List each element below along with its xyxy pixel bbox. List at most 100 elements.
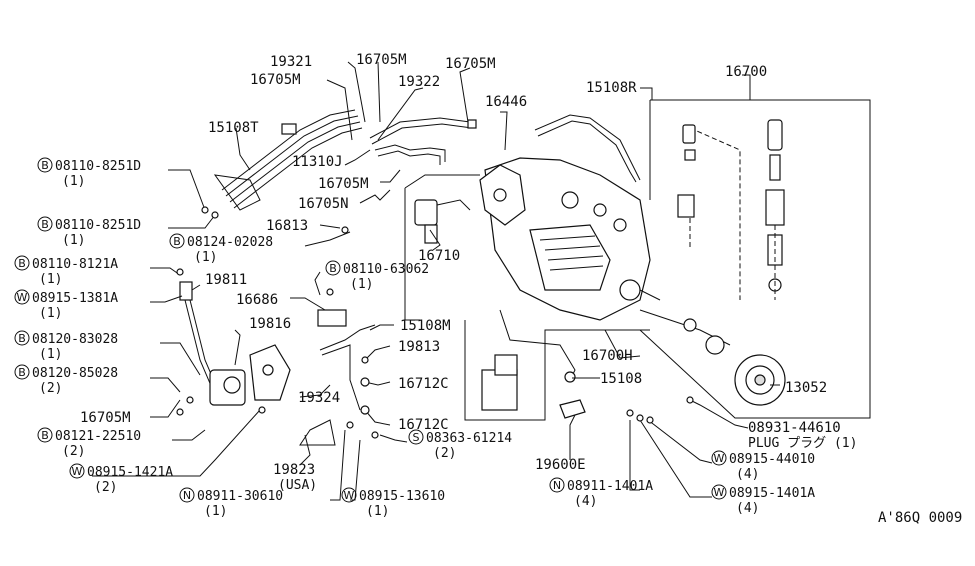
label-16705m-c: 16705M: [250, 72, 301, 88]
fastener-prefix: B: [173, 235, 181, 248]
label-19811: 19811: [205, 272, 247, 288]
fastener-prefix: W: [344, 489, 355, 502]
fastener-code: 08110-8251D: [55, 218, 141, 233]
label-16813: 16813: [266, 218, 308, 234]
fastener-prefix-circle: [14, 289, 30, 305]
fastener-prefix-circle: [169, 233, 185, 249]
fastener-prefix-circle: [711, 484, 727, 500]
fastener-qty: (1): [204, 504, 227, 519]
fastener-code: 08363-61214: [426, 431, 512, 446]
fuel-pipe-assembly-15108t: [213, 109, 363, 211]
label-15108m: 15108M: [400, 318, 451, 334]
fastener-prefix: B: [18, 257, 26, 270]
fastener-qty: (1): [39, 306, 62, 321]
label-plug-code: 08931-44610: [748, 420, 841, 436]
label-11310j: 11310J: [292, 154, 343, 170]
fastener-code: 08121-22510: [55, 429, 141, 444]
pipe-15108r: [534, 114, 641, 183]
fastener-prefix-circle: [325, 260, 341, 276]
fastener-qty: (2): [62, 444, 85, 459]
solenoid-16710: [414, 199, 471, 244]
label-16446: 16446: [485, 94, 527, 110]
return-pipe-19322: [369, 117, 477, 165]
fastener-prefix-circle: [341, 487, 357, 503]
fastener-prefix-circle: [69, 463, 85, 479]
fastener-prefix: B: [329, 262, 337, 275]
fastener-code: 08911-30610: [197, 489, 283, 504]
fastener-code: 08124-02028: [187, 235, 273, 250]
fastener-callout: S 08363-61214(2): [408, 429, 512, 461]
label-16705m-e: 16705M: [80, 410, 131, 426]
label-16705m-d: 16705M: [318, 176, 369, 192]
label-19823: 19823: [273, 462, 315, 478]
fastener-code: 08915-13610: [359, 489, 445, 504]
fastener-callout: B 08110-63062(1): [325, 260, 429, 292]
governor-assembly-16700h: [481, 309, 576, 411]
fastener-code: 08110-8121A: [32, 257, 118, 272]
label-16700h: 16700H: [582, 348, 633, 364]
fastener-prefix: N: [183, 489, 191, 502]
fastener-code: 08915-1381A: [32, 291, 118, 306]
fastener-prefix: W: [17, 291, 28, 304]
fastener-marks: [176, 206, 694, 439]
label-15108r: 15108R: [586, 80, 637, 96]
fastener-qty: (1): [39, 347, 62, 362]
fastener-qty: (1): [194, 250, 217, 265]
label-plug-text: PLUG プラグ (1): [748, 436, 857, 451]
fastener-prefix: B: [41, 159, 49, 172]
fastener-qty: (4): [736, 467, 759, 482]
fastener-prefix-circle: [37, 216, 53, 232]
fastener-prefix-circle: [179, 487, 195, 503]
fastener-qty: (4): [574, 494, 597, 509]
bracket-19600e: [559, 399, 586, 419]
fastener-callout: N 08911-1401A(4): [549, 477, 653, 509]
fastener-code: 08110-63062: [343, 262, 429, 277]
fastener-prefix: W: [72, 465, 83, 478]
fastener-prefix: B: [41, 218, 49, 231]
fastener-prefix: S: [413, 431, 420, 444]
label-19813: 19813: [398, 339, 440, 355]
label-16705n: 16705N: [298, 196, 349, 212]
label-19823-note: (USA): [278, 478, 317, 493]
fastener-code: 08915-1421A: [87, 465, 173, 480]
fastener-prefix: B: [18, 366, 26, 379]
label-15108: 15108: [600, 371, 642, 387]
label-19322: 19322: [398, 74, 440, 90]
fastener-prefix-circle: [37, 157, 53, 173]
fastener-code: 08915-44010: [729, 452, 815, 467]
fastener-code: 08915-1401A: [729, 486, 815, 501]
fastener-prefix-circle: [14, 255, 30, 271]
fastener-code: 08110-8251D: [55, 159, 141, 174]
fastener-code: 08120-83028: [32, 332, 118, 347]
fastener-qty: (1): [350, 277, 373, 292]
fastener-callout: B 08124-02028(1): [169, 233, 273, 265]
exploded-column-16700: [677, 119, 785, 300]
fastener-callout: W 08915-1381A(1): [14, 289, 118, 321]
label-13052: 13052: [785, 380, 827, 396]
label-16700: 16700: [725, 64, 767, 80]
fastener-qty: (2): [433, 446, 456, 461]
label-15108t: 15108T: [208, 120, 259, 136]
fastener-prefix: N: [553, 479, 561, 492]
injection-pump-body: [479, 157, 651, 321]
fastener-prefix-circle: [37, 427, 53, 443]
label-16705m-b: 16705M: [445, 56, 496, 72]
fastener-code: 08911-1401A: [567, 479, 653, 494]
fastener-prefix-circle: [14, 364, 30, 380]
detail-box-16700: [639, 99, 871, 419]
label-19816: 19816: [249, 316, 291, 332]
fastener-prefix-circle: [711, 450, 727, 466]
fastener-prefix-circle: [14, 330, 30, 346]
fastener-qty: (1): [62, 174, 85, 189]
